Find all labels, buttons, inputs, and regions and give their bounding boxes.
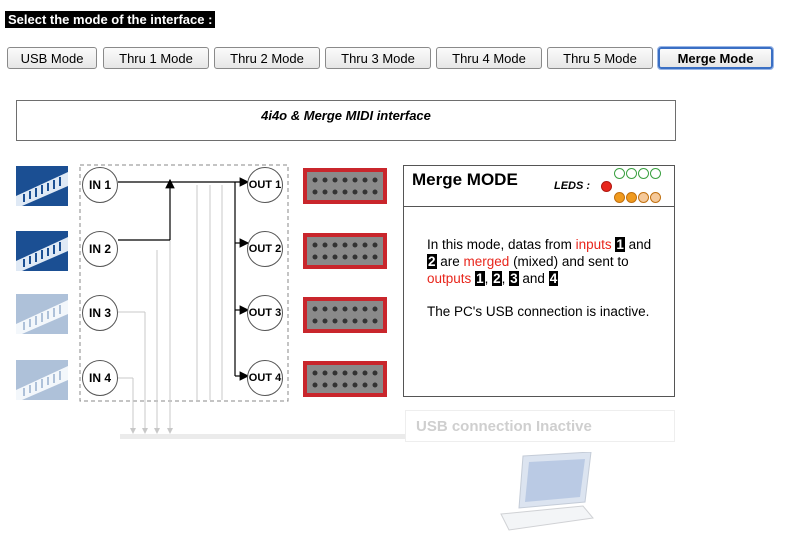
desc-text: In this mode, datas from (427, 237, 576, 252)
usb-bus (120, 434, 405, 439)
thru-2-mode-button[interactable]: Thru 2 Mode (214, 47, 320, 69)
merged-word: merged (463, 254, 510, 269)
output-number-2: 2 (492, 271, 502, 286)
midi-in-2-port: IN 2 (82, 231, 118, 267)
mode-description: In this mode, datas from inputs 1 and 2 … (427, 236, 662, 320)
midi-in-1-port: IN 1 (82, 167, 118, 203)
usb-note: The PC's USB connection is inactive. (427, 304, 650, 319)
keyboard-icon (16, 166, 68, 206)
desc-text: and (522, 271, 545, 286)
led-red-icon (601, 181, 612, 192)
output-number-4: 4 (548, 271, 559, 286)
mode-info-panel: Merge MODE LEDS : In this mode, datas fr… (403, 165, 675, 397)
diagram-title: 4i4o & Merge MIDI interface (16, 100, 676, 141)
thru-3-mode-button[interactable]: Thru 3 Mode (325, 47, 431, 69)
mode-title: Merge MODE (412, 170, 518, 189)
led-green-icon (638, 168, 649, 179)
laptop-icon (500, 452, 594, 531)
led-orange-icon (614, 192, 625, 203)
thru-1-mode-button[interactable]: Thru 1 Mode (103, 47, 209, 69)
led-green-icon (650, 168, 661, 179)
led-green-icon (614, 168, 625, 179)
synth-module-icon (303, 361, 387, 397)
synth-module-icon (303, 297, 387, 333)
active-routing (118, 177, 250, 381)
thru-4-mode-button[interactable]: Thru 4 Mode (436, 47, 542, 69)
mode-prompt: Select the mode of the interface : (5, 11, 216, 28)
inputs-word: inputs (575, 237, 612, 252)
leds-label: LEDS : (554, 180, 591, 192)
desc-text: and (628, 237, 652, 252)
input-number-1: 1 (615, 237, 625, 252)
led-light-orange-icon (638, 192, 649, 203)
midi-in-4-port: IN 4 (82, 360, 118, 396)
usb-mode-button[interactable]: USB Mode (7, 47, 97, 69)
midi-out-3-port: OUT 3 (247, 295, 283, 331)
led-green-icon (626, 168, 637, 179)
synth-module-icon (303, 233, 387, 269)
output-number-1: 1 (475, 271, 485, 286)
thru-5-mode-button[interactable]: Thru 5 Mode (547, 47, 653, 69)
mode-info-header: Merge MODE LEDS : (404, 166, 674, 207)
desc-text: are (436, 254, 464, 269)
keyboard-icon (16, 231, 68, 271)
midi-out-1-port: OUT 1 (247, 167, 283, 203)
led-light-orange-icon (650, 192, 661, 203)
midi-in-3-port: IN 3 (82, 295, 118, 331)
desc-text: (mixed) and sent to (509, 254, 629, 269)
keyboard-icon (16, 294, 68, 334)
outputs-word: outputs (427, 271, 472, 286)
usb-status: USB connection Inactive (405, 410, 675, 442)
merge-mode-button[interactable]: Merge Mode (657, 46, 774, 70)
midi-out-2-port: OUT 2 (247, 231, 283, 267)
description-paragraph: In this mode, datas from inputs 1 and 2 … (427, 237, 652, 286)
output-number-3: 3 (509, 271, 519, 286)
led-orange-icon (626, 192, 637, 203)
interface-enclosure (79, 164, 289, 402)
synth-module-icon (303, 168, 387, 204)
midi-out-4-port: OUT 4 (247, 360, 283, 396)
input-number-2: 2 (427, 254, 437, 269)
keyboard-icon (16, 360, 68, 400)
